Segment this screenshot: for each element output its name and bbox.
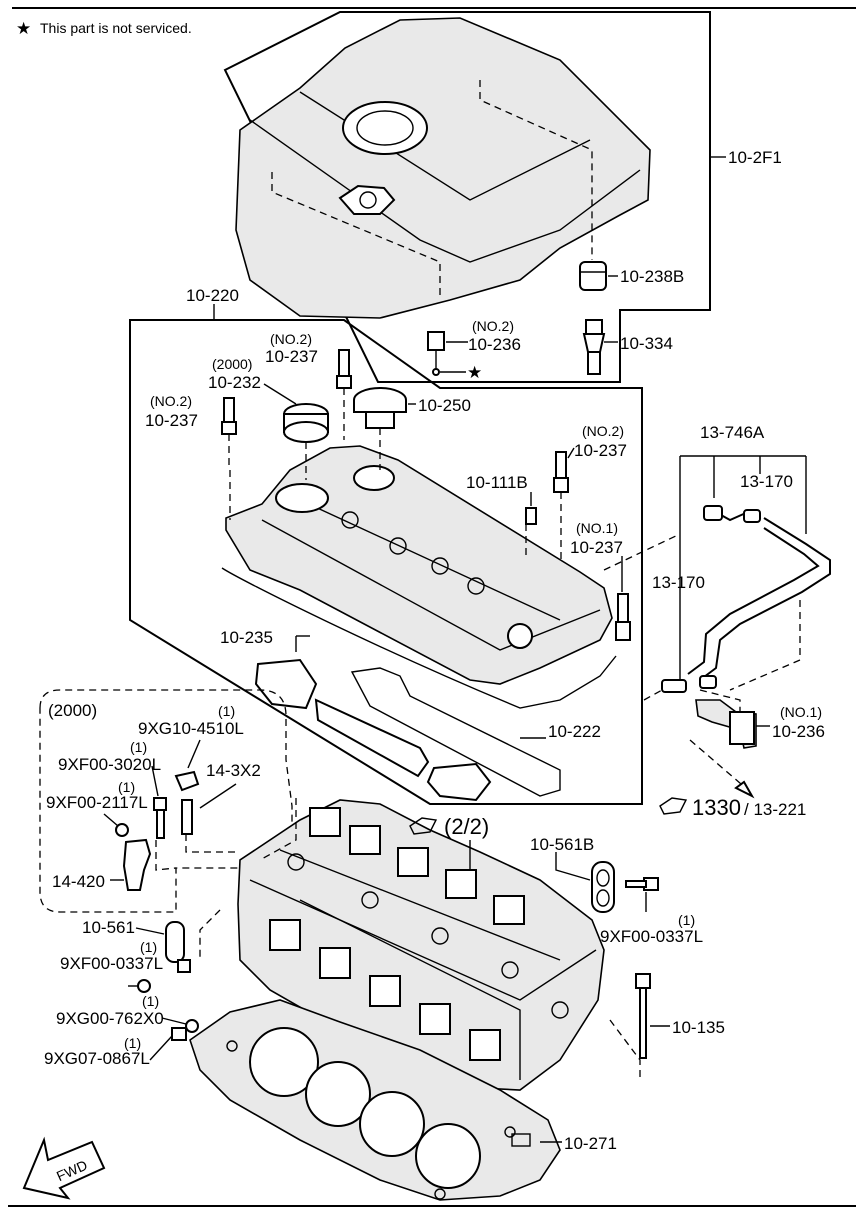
plug-10-111B (525, 507, 537, 525)
label-13-221: / 13-221 (744, 800, 806, 819)
label-9XG00: 9XG00-762X0 (56, 1009, 164, 1028)
bolt-10-237-d (615, 593, 631, 641)
oil-seal-10-232 (283, 403, 329, 443)
label-10-561B: 10-561B (530, 835, 594, 854)
label-2-2: (2/2) (444, 814, 489, 839)
label-10-561: 10-561 (82, 918, 135, 937)
bracket-10-236-no1 (695, 699, 757, 749)
label-1330: 1330 (692, 795, 741, 820)
stud-10-334 (582, 319, 606, 375)
pcv-hose-13-170 (661, 505, 831, 693)
bolt-9XF00-3020 (153, 797, 167, 839)
label-237a: 10-237 (265, 347, 318, 366)
label-237b-tag: (NO.2) (150, 393, 192, 409)
ref-arrow-icon (659, 797, 688, 815)
cover-group-frame (223, 11, 711, 383)
label-9XG10-qty: (1) (218, 703, 235, 719)
bolt-9XF00-0337-b (137, 979, 151, 993)
sensor-14-420 (122, 838, 152, 891)
bolt-10-237-b (221, 397, 237, 470)
label-9XG00-qty: (1) (142, 993, 159, 1009)
stud-14-3X2 (181, 799, 193, 835)
head-gasket-10-271 (189, 999, 561, 1201)
label-10-220: 10-220 (186, 286, 239, 305)
washer-9XG00 (185, 1019, 199, 1033)
label-14-420: 14-420 (52, 872, 105, 891)
nut-9XG10 (174, 770, 200, 792)
label-237c-tag: (NO.2) (582, 423, 624, 439)
bolt-10-135 (635, 973, 651, 1059)
label-9XF00-2117: 9XF00-2117L (46, 793, 148, 812)
label-9XF00-0337-qty: (1) (140, 939, 157, 955)
arrow-line (689, 739, 749, 791)
label-10-135: 10-135 (672, 1018, 725, 1037)
gasket-10-561 (165, 921, 185, 963)
bolt-10-237-a (336, 349, 352, 440)
label-237d: 10-237 (570, 538, 623, 557)
bolt-9XF00-0337R (625, 877, 659, 891)
head-cover-group-frame (129, 319, 643, 805)
label-236no1: 10-236 (772, 722, 825, 741)
gasket-10-222 (350, 667, 561, 797)
label-9XF00-0337R-qty: (1) (678, 912, 695, 928)
label-13-746A: 13-746A (700, 423, 765, 442)
label-9XF00-2117-qty: (1) (118, 779, 135, 795)
fwd-arrow-icon: FWD (22, 1136, 106, 1200)
note-text: This part is not serviced. (40, 20, 192, 36)
bolt-9XF00-0337 (177, 959, 191, 973)
label-237d-tag: (NO.1) (576, 520, 618, 536)
label-10-236-no2: 10-236 (468, 335, 521, 354)
label-10-238B: 10-238B (620, 267, 684, 286)
bracket-13-746A (679, 455, 807, 686)
label-10-334: 10-334 (620, 334, 673, 353)
label-232: 10-232 (208, 373, 261, 392)
bolt-9XF00-2117 (115, 823, 129, 837)
label-10-235: 10-235 (220, 628, 273, 647)
label-237c: 10-237 (574, 441, 627, 460)
label-13-170-a: 13-170 (740, 472, 793, 491)
label-9XF00-0337R: 9XF00-0337L (600, 927, 703, 946)
ref-arrow-icon-2 (409, 817, 438, 835)
gasket-10-235 (254, 658, 492, 802)
label-10-222: 10-222 (548, 722, 601, 741)
label-10-250: 10-250 (418, 396, 471, 415)
cylinder-head-cover (221, 445, 617, 709)
star-mark: ★ (467, 363, 482, 382)
label-14-3X2: 14-3X2 (206, 761, 261, 780)
label-2000-box: (2000) (48, 701, 97, 720)
engine-cover (235, 17, 651, 319)
plug-9XG07 (171, 1027, 187, 1041)
label-10-111B: 10-111B (466, 473, 528, 492)
bolt-10-237-c (553, 451, 569, 560)
label-9XF00-3020-qty: (1) (130, 739, 147, 755)
note-star: ★ (16, 19, 31, 38)
group-2000-frame (39, 689, 293, 913)
grommet-10-238B (579, 261, 607, 291)
label-9XG07: 9XG07-0867L (44, 1049, 150, 1068)
label-236no1-tag: (NO.1) (780, 704, 822, 720)
label-10-2F1: 10-2F1 (728, 148, 782, 167)
label-13-170-b: 13-170 (652, 573, 705, 592)
arrow-head (734, 780, 755, 799)
label-9XF00-0337: 9XF00-0337L (60, 954, 163, 973)
label-232-tag: (2000) (212, 356, 252, 372)
label-237a-tag: (NO.2) (270, 331, 312, 347)
label-9XF00-3020: 9XF00-3020L (58, 755, 161, 774)
label-9XG10: 9XG10-4510L (138, 719, 244, 738)
label-10-271: 10-271 (564, 1134, 617, 1153)
bracket-10-236-no2 (427, 331, 445, 376)
label-9XG07-qty: (1) (124, 1035, 141, 1051)
oil-cap-10-250 (353, 387, 407, 429)
label-237b: 10-237 (145, 411, 198, 430)
gasket-10-561B (591, 861, 615, 913)
label-10-236-no2-tag: (NO.2) (472, 318, 514, 334)
